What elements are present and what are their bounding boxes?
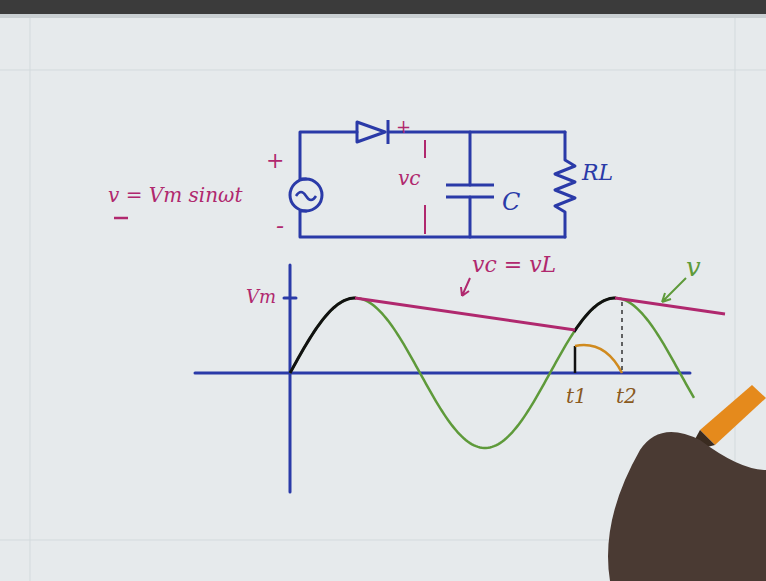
leader-line xyxy=(461,278,470,296)
hand xyxy=(608,432,766,581)
vc-markers xyxy=(424,140,426,234)
pencil xyxy=(700,385,766,445)
source-equation: v = Vm sinωt xyxy=(108,185,242,205)
leader-line xyxy=(662,278,686,302)
grid-lines xyxy=(0,18,766,581)
current-pulse xyxy=(575,345,622,373)
curve-label: vc = vL xyxy=(472,254,556,276)
curve-label: v xyxy=(686,254,701,280)
polarity-sign: + xyxy=(266,150,284,172)
charging-curve xyxy=(290,298,356,373)
current-pulse-edge xyxy=(574,346,577,373)
time-label: t2 xyxy=(616,386,637,406)
charging-curve xyxy=(574,298,616,332)
ac-source-symbol xyxy=(290,179,322,211)
ac-tilde xyxy=(296,192,316,200)
input-sine xyxy=(290,298,694,448)
source-underline xyxy=(114,217,128,220)
capacitor-decay xyxy=(615,298,725,314)
voltage-label: vc xyxy=(398,168,421,188)
peak-marker xyxy=(621,302,623,373)
axis-label: Vm xyxy=(246,288,276,306)
polarity-sign: - xyxy=(276,214,284,238)
capacitor-symbol xyxy=(446,185,494,197)
time-label: t1 xyxy=(566,386,587,406)
capacitor-decay xyxy=(355,298,575,330)
component-label: RL xyxy=(582,162,613,184)
component-label: C xyxy=(502,190,520,214)
board-top-band xyxy=(0,0,766,14)
polarity-sign: + xyxy=(396,118,411,136)
diode-symbol xyxy=(357,122,385,142)
board-edge xyxy=(0,14,766,18)
circuit-wires xyxy=(300,132,575,237)
diode-bar xyxy=(387,120,390,144)
